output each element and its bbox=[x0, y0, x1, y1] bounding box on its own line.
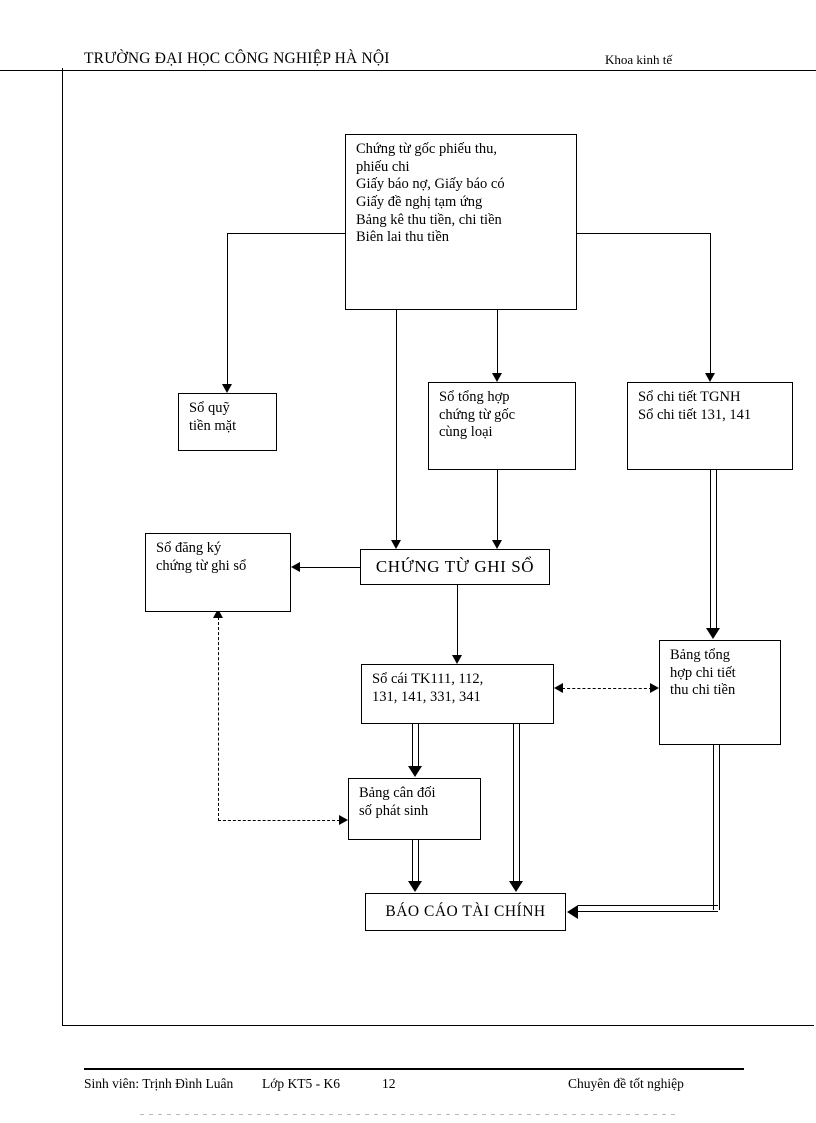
connector-source-to-cash-vertical bbox=[227, 233, 228, 385]
connector-detailsummary-to-report-horizontal bbox=[578, 905, 718, 912]
detail-summary-line-1: Bảng tổng bbox=[670, 647, 731, 663]
arrowhead-to-trial-balance-dashed bbox=[339, 814, 348, 825]
page-header: TRƯỜNG ĐẠI HỌC CÔNG NGHIỆP HÀ NỘI Khoa k… bbox=[0, 50, 816, 76]
footer-rule bbox=[84, 1068, 744, 1070]
connector-source-to-voucher bbox=[396, 310, 397, 541]
content-frame bbox=[62, 68, 814, 1026]
cash-book-line-2: tiền mặt bbox=[189, 417, 237, 434]
source-documents-line-4: Giấy đề nghị tạm ứng bbox=[356, 194, 483, 211]
register-line-1: Sổ đăng ký bbox=[156, 540, 222, 556]
arrowhead-detailsummary-to-ledger bbox=[554, 682, 563, 693]
source-documents-line-1: Chứng từ gốc phiếu thu, bbox=[356, 141, 497, 157]
arrowhead-detailsummary-to-report bbox=[567, 905, 578, 919]
detail-books-line-1: Sổ chi tiết TGNH bbox=[638, 389, 741, 405]
connector-detail-to-detailsummary bbox=[710, 470, 717, 632]
connector-register-trial-horizontal bbox=[218, 820, 340, 821]
connector-ledger-to-report bbox=[513, 724, 520, 885]
connector-trial-to-report bbox=[412, 840, 419, 885]
arrowhead-ledger-to-detailsummary bbox=[650, 682, 659, 693]
general-ledger-line-2: 131, 141, 331, 341 bbox=[372, 688, 481, 705]
arrowhead-to-register bbox=[212, 609, 223, 618]
node-source-documents[interactable]: Chứng từ gốc phiếu thu, phiếu chi Giấy b… bbox=[345, 134, 577, 310]
register-line-2: chứng từ ghi sổ bbox=[156, 557, 247, 574]
arrowhead-trial-to-report bbox=[407, 881, 422, 892]
node-financial-report[interactable]: BÁO CÁO TÀI CHÍNH bbox=[365, 893, 566, 931]
footer-document-type: Chuyên đề tốt nghiệp bbox=[568, 1076, 684, 1091]
arrowhead-detail-to-detailsummary bbox=[705, 628, 720, 639]
source-documents-line-2: phiếu chi bbox=[356, 158, 410, 175]
summary-vouchers-line-2: chứng từ gốc bbox=[439, 406, 516, 423]
footer-page-number: 12 bbox=[382, 1076, 396, 1091]
source-documents-line-6: Biên lai thu tiền bbox=[356, 229, 450, 246]
header-university: TRƯỜNG ĐẠI HỌC CÔNG NGHIỆP HÀ NỘI bbox=[84, 50, 390, 67]
arrowhead-voucher-to-register bbox=[291, 561, 300, 572]
recording-voucher-label: CHỨNG TỪ GHI SỔ bbox=[375, 556, 535, 576]
node-cash-book[interactable]: Sổ quỹ tiền mặt bbox=[178, 393, 277, 451]
connector-ledger-detailsummary-dashed bbox=[562, 688, 652, 689]
cash-book-line-1: Sổ quỹ bbox=[189, 400, 230, 416]
connector-source-to-cash-horizontal bbox=[227, 233, 345, 234]
node-summary-vouchers[interactable]: Sổ tổng hợp chứng từ gốc cùng loại bbox=[428, 382, 576, 470]
footer-student: Sinh viên: Trịnh Đình Luân bbox=[84, 1076, 234, 1091]
node-detail-books[interactable]: Sổ chi tiết TGNH Sổ chi tiết 131, 141 bbox=[627, 382, 793, 470]
node-trial-balance[interactable]: Bảng cân đối số phát sinh bbox=[348, 778, 481, 840]
arrowhead-to-cash-book bbox=[222, 384, 232, 393]
arrowhead-voucher-to-ledger bbox=[452, 655, 462, 664]
summary-vouchers-line-3: cùng loại bbox=[439, 424, 493, 441]
arrowhead-to-detail-books bbox=[705, 373, 715, 382]
connector-voucher-to-ledger bbox=[457, 585, 458, 656]
summary-vouchers-line-1: Sổ tổng hợp bbox=[439, 389, 510, 405]
header-rule bbox=[0, 70, 816, 71]
trial-balance-line-2: số phát sinh bbox=[359, 802, 429, 819]
node-recording-voucher[interactable]: CHỨNG TỪ GHI SỔ bbox=[360, 549, 550, 585]
connector-register-trial-vertical bbox=[218, 617, 219, 821]
connector-ledger-to-trial bbox=[412, 724, 419, 770]
source-documents-line-3: Giấy báo nợ, Giấy báo có bbox=[356, 176, 505, 193]
header-faculty: Khoa kinh tế bbox=[605, 52, 673, 67]
footer-class: Lớp KT5 - K6 bbox=[262, 1076, 341, 1091]
arrowhead-source-to-voucher bbox=[391, 540, 401, 549]
connector-voucher-to-register bbox=[300, 567, 360, 568]
footer-bottom-rule bbox=[140, 1114, 680, 1115]
arrowhead-to-summary-vouchers bbox=[492, 373, 502, 382]
detail-books-line-2: Sổ chi tiết 131, 141 bbox=[638, 406, 752, 423]
connector-source-to-detail-vertical bbox=[710, 233, 711, 374]
arrowhead-ledger-to-report bbox=[508, 881, 523, 892]
node-voucher-register[interactable]: Sổ đăng ký chứng từ ghi sổ bbox=[145, 533, 291, 612]
source-documents-line-5: Bảng kê thu tiền, chi tiền bbox=[356, 211, 502, 228]
trial-balance-line-1: Bảng cân đối bbox=[359, 785, 436, 801]
connector-source-to-detail-horizontal bbox=[577, 233, 711, 234]
general-ledger-line-1: Sổ cái TK111, 112, bbox=[372, 671, 484, 687]
node-general-ledger[interactable]: Sổ cái TK111, 112, 131, 141, 331, 341 bbox=[361, 664, 554, 724]
arrowhead-summary-to-voucher bbox=[492, 540, 502, 549]
detail-summary-line-3: thu chi tiền bbox=[670, 682, 736, 699]
financial-report-label: BÁO CÁO TÀI CHÍNH bbox=[385, 902, 546, 920]
connector-source-to-summary bbox=[497, 310, 498, 374]
arrowhead-ledger-to-trial bbox=[407, 766, 422, 777]
connector-summary-to-voucher bbox=[497, 470, 498, 541]
node-detail-summary-table[interactable]: Bảng tổng hợp chi tiết thu chi tiền bbox=[659, 640, 781, 745]
detail-summary-line-2: hợp chi tiết bbox=[670, 664, 736, 681]
connector-detailsummary-to-report-vertical bbox=[713, 745, 720, 910]
